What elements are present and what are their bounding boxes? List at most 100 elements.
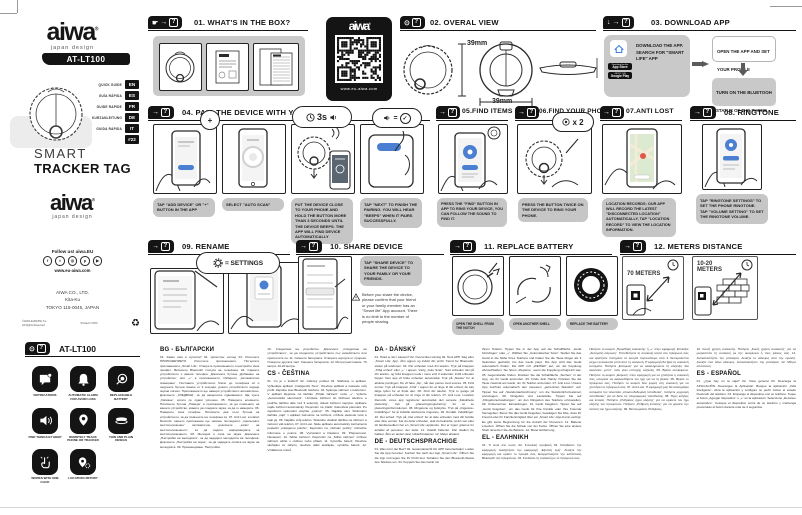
section-10-title: 10. SHARE DEVICE: [330, 242, 403, 251]
multilanguage-fineprint: BG - БЪЛГАРСКИ 01. Какво има в кутията? …: [160, 347, 796, 509]
battery-step-2-panel: [509, 256, 561, 316]
lang-heading-el: EL - ΕΛΛΗΝΙΚΗ: [482, 435, 529, 442]
find-items-caption: PRESS THE "FIND" BUTTON IN APP TO RING Y…: [437, 198, 507, 227]
company-address: AIWA CO., LTD. Kita-Ku TOKYO 115-0045, J…: [45, 290, 100, 310]
share-device-caption: TAP "SHARE DEVICE" TO SHARE THE DEVICE T…: [360, 256, 422, 286]
language-label: KURZANLEITUNG: [91, 115, 122, 120]
section-05-header: →? 05.FIND ITEMS: [436, 106, 512, 121]
language-label: QUICK GUIDE: [98, 82, 122, 87]
qr-url: www.eu-aiwa.com: [340, 86, 378, 91]
aiwa-logo-qr: aiwa®: [348, 19, 371, 33]
fineprint-col-3: DA - DÁNSKÝ 01. Hvad er der i kassen? 02…: [374, 347, 474, 464]
instagram-icon[interactable]: ◎: [67, 256, 78, 266]
language-code: EN: [125, 80, 139, 89]
anti-lost-caption: LOCATION RECORDS: OUR APP WILL RECORD TH…: [602, 198, 676, 237]
section-04-title: 04. PAIR THE DEVICE WITH YOUR PHONE: [182, 108, 342, 117]
fineprint-col-6: 10. Κοινή χρήση συσκευής. Πατήστε „Κοινή…: [696, 347, 796, 409]
rename-step-2-panel: [228, 262, 308, 334]
app-plus-bubble: +: [200, 110, 220, 130]
website-url[interactable]: www.eu-aiwa.com: [54, 268, 91, 273]
dimension-height: 39mm: [467, 40, 488, 47]
facebook-icon[interactable]: f: [42, 256, 53, 266]
arrow-icon: →: [152, 109, 159, 116]
language-code: DE: [125, 113, 139, 122]
fineprint-col-1: BG - БЪЛГАРСКИ 01. Какво има в кутията? …: [160, 347, 260, 449]
features-model-label: AT-LT100: [59, 344, 96, 354]
lang-heading-bg: BG - БЪЛГАРСКИ: [160, 347, 215, 353]
crop-mark-top-right: [770, 6, 802, 7]
question-icon: ?: [36, 344, 46, 353]
flow-arrow-down-head: [738, 70, 748, 76]
language-label: GUÍA RÁPIDA: [98, 93, 122, 98]
arrow-icon: →: [603, 109, 610, 116]
range-70m-panel: 70 METERS: [622, 256, 684, 320]
arrow-icon: →: [439, 109, 446, 116]
beep-check-bubble: = ✓: [372, 108, 422, 128]
registered-mark: ®: [94, 26, 99, 33]
section-03-title: 03. DOWNLOAD APP: [651, 18, 730, 27]
crop-mark-top-left-v: [17, 0, 18, 13]
coin-battery-icon: [115, 373, 127, 385]
feature-auto-alarm: AUTOMATIC ALARM FOR AVOID LOSS: [66, 366, 100, 402]
arrow-icon: →: [300, 243, 307, 250]
model-badge: AT-LT100: [42, 53, 130, 65]
warning-triangle-icon: [352, 293, 360, 301]
box-item-device: [159, 43, 202, 91]
feature-remote-track: REMOTELY TRACK PHONE OR TRACKER: [66, 407, 100, 444]
language-label: GUIDA RAPIDA: [96, 126, 122, 131]
qr-card: aiwa® www.eu-aiwa.com: [326, 17, 392, 101]
section-06-title: 06.FIND YOUR PHONE: [539, 108, 611, 115]
feature-grid: NOTIFICATIONS AUTOMATIC ALARM FOR AVOID …: [28, 366, 144, 485]
range-10-20m-label: 10-20 METERS: [697, 261, 723, 274]
arrow-icon: →: [152, 243, 159, 250]
question-icon: ?: [161, 108, 170, 117]
follow-block: Follow us! aiwa.EU f t ◎ p ▶ www.eu-aiwa…: [0, 249, 145, 273]
legal-line: ©AIWA EUROPE S.L.All Rights Reserved Pri…: [22, 318, 140, 329]
crop-mark-top-left: [0, 13, 17, 14]
question-icon: ?: [169, 18, 178, 27]
language-label: GUIDE RAPIDE: [96, 104, 122, 109]
feature-one-click: WORKS WITH ONE CLICK: [28, 449, 62, 485]
rename-step-1-panel: [150, 268, 224, 334]
lang-heading-da: DA - DÁNSKÝ: [374, 347, 416, 353]
signal-icon: ⊙: [404, 19, 410, 27]
youtube-icon[interactable]: ▶: [92, 256, 103, 266]
pair-step-4-caption: TAP "NEXT" TO FINISH THE PAIRING. YOU WI…: [360, 198, 422, 228]
brick-wall: [716, 278, 750, 304]
question-icon: ?: [411, 18, 421, 27]
lang-heading-es: ES - ESPAÑOL: [696, 371, 741, 378]
fineprint-col-5: Πατήστε το κουμπί „Προσθήκη συσκευής“ ή …: [589, 347, 689, 411]
aiwa-logo: aiwa®: [46, 18, 99, 46]
location-pin-icon: [78, 414, 88, 426]
language-code: ES: [125, 91, 139, 100]
question-icon: ?: [621, 18, 631, 27]
feature-location-history: LOCATION HISTORY: [66, 449, 100, 485]
section-01-header: ☛→? 01. WHAT'S IN THE BOX?: [148, 16, 308, 31]
share-device-panel: [298, 256, 352, 334]
language-code: #22: [125, 135, 139, 144]
sheet-bottom-edge: [0, 507, 802, 508]
arrow-icon: →: [624, 243, 631, 250]
download-icon: ↓: [607, 19, 611, 26]
box-item-guide: [206, 43, 249, 91]
twitter-icon[interactable]: t: [55, 256, 65, 266]
range-70m-label: 70 METERS: [627, 271, 661, 277]
brand-subtitle: japan design: [50, 45, 95, 51]
arrow-icon: →: [454, 243, 461, 250]
aiwa-logo-2: aiwa®: [49, 190, 96, 215]
section-12-header: →? 12. METERS DISTANCE: [620, 240, 796, 255]
pinterest-icon[interactable]: p: [80, 256, 90, 266]
flow-arrow-head: [702, 60, 709, 67]
pair-step-2-panel: [222, 124, 286, 194]
settings-bubble: = SETTINGS: [196, 252, 280, 274]
language-code: FR: [125, 102, 139, 111]
pin-gear-icon: [78, 456, 90, 468]
section-09-title: 09. RENAME: [182, 242, 230, 251]
registered-mark: ®: [91, 197, 96, 203]
section-10-header: →? 10. SHARE DEVICE: [296, 240, 444, 255]
